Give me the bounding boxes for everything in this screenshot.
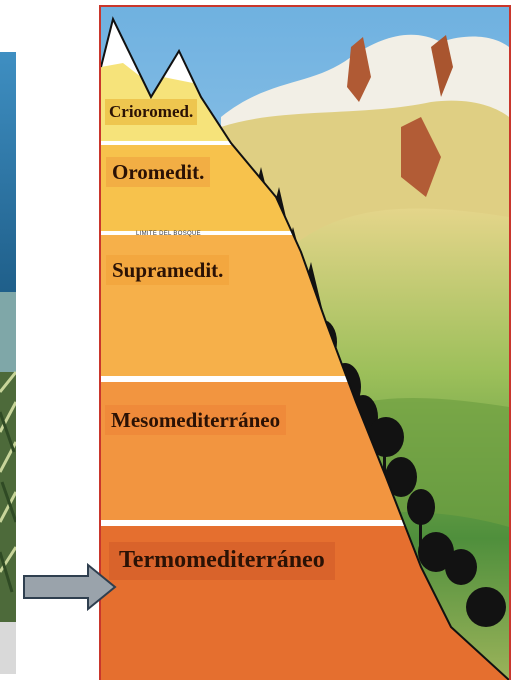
vegetation-belts-poster: Crioromed. Oromedit. LIMITE DEL BOSQUE S… [99, 5, 511, 680]
zone-label-crioromediterraneo: Crioromed. [105, 99, 197, 125]
zone-label-oromediterraneo: Oromedit. [106, 157, 210, 187]
neighbor-gray-strip [0, 622, 16, 674]
neighbor-photo-fragment [0, 52, 16, 622]
zone-label-mesomediterraneo: Mesomediterráneo [105, 405, 286, 435]
zone-label-termomediterraneo: Termomediterráneo [109, 542, 335, 580]
zone-label-supramediterraneo: Supramedit. [106, 255, 229, 285]
tree-line-label: LIMITE DEL BOSQUE [136, 231, 201, 237]
right-arrow-icon [22, 563, 118, 611]
